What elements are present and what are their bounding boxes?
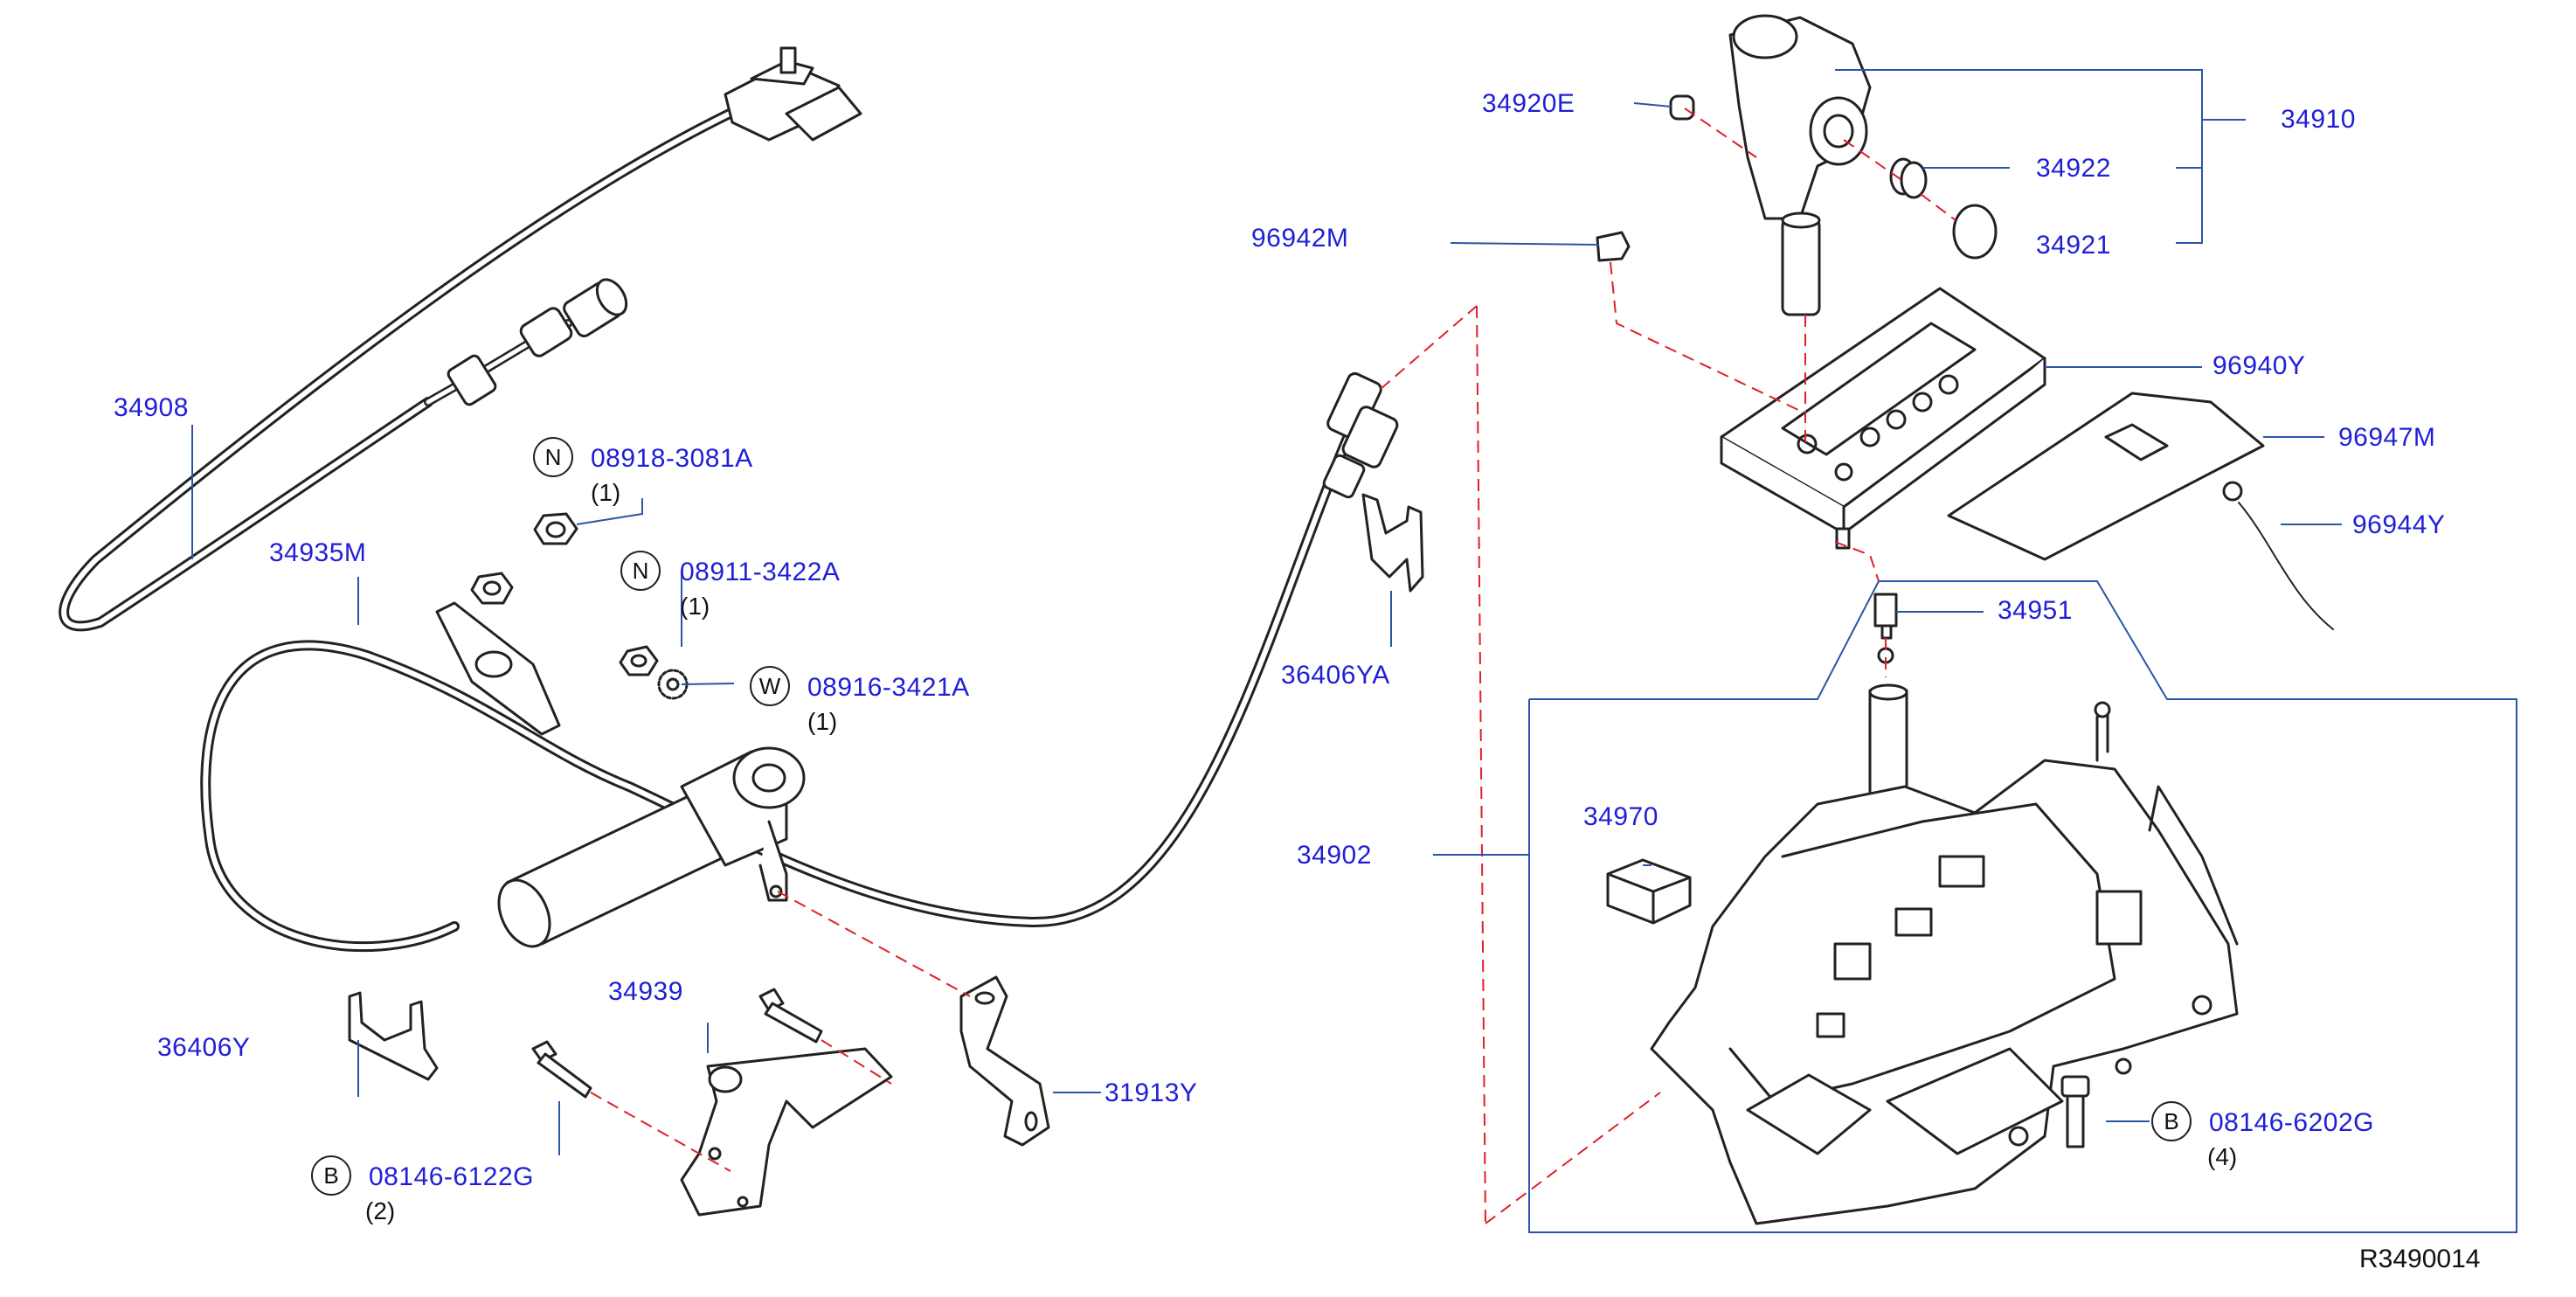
button-34920E bbox=[1669, 94, 1695, 121]
label-34921: 34921 bbox=[2036, 231, 2111, 260]
lamp-96942M bbox=[1596, 231, 1631, 262]
diagram-reference: R3490014 bbox=[2359, 1245, 2481, 1273]
leader-lines bbox=[191, 69, 2517, 1233]
nut-badge-2: N bbox=[620, 551, 661, 591]
label-34922: 34922 bbox=[2036, 154, 2111, 183]
label-08916-3421A: 08916-3421A bbox=[807, 673, 970, 702]
washer-badge: W bbox=[750, 666, 790, 706]
nut-badge-1: N bbox=[533, 437, 573, 477]
bracket-31913Y bbox=[959, 975, 1050, 1147]
bracket-34939 bbox=[680, 1047, 893, 1217]
label-34908: 34908 bbox=[114, 393, 189, 422]
bolt-badge-2: B bbox=[2151, 1101, 2192, 1141]
label-96944Y: 96944Y bbox=[2352, 510, 2446, 539]
qty-08146-6202G: (4) bbox=[2207, 1143, 2238, 1170]
label-96942M: 96942M bbox=[1251, 224, 1349, 253]
label-34951: 34951 bbox=[1998, 596, 2073, 625]
nut-08918 bbox=[533, 512, 578, 545]
cover-96947M bbox=[1947, 392, 2265, 561]
bolt-badge-1: B bbox=[311, 1155, 351, 1196]
spring-34922 bbox=[1889, 157, 1928, 199]
nut-08911 bbox=[619, 645, 659, 676]
label-34920E: 34920E bbox=[1482, 89, 1575, 118]
cap-34921 bbox=[1952, 204, 1998, 260]
solenoid-34970 bbox=[1606, 858, 1692, 925]
cable-34908 bbox=[59, 46, 862, 632]
label-34935M: 34935M bbox=[269, 538, 367, 567]
phantom-lines bbox=[590, 108, 1956, 1224]
qty-08916-3421A: (1) bbox=[807, 708, 838, 735]
nut-loose bbox=[470, 572, 514, 605]
qty-08146-6122G: (2) bbox=[365, 1197, 396, 1224]
label-36406Y: 36406Y bbox=[157, 1033, 251, 1062]
label-34970: 34970 bbox=[1583, 802, 1658, 831]
label-08146-6202G: 08146-6202G bbox=[2209, 1108, 2374, 1137]
clip-36406Y bbox=[348, 991, 439, 1081]
label-34939: 34939 bbox=[608, 977, 683, 1006]
cable-34935M bbox=[200, 371, 1399, 953]
bolt-2 bbox=[758, 988, 823, 1044]
switch-34951 bbox=[1873, 593, 1898, 664]
label-31913Y: 31913Y bbox=[1104, 1079, 1198, 1107]
qty-08918-3081A: (1) bbox=[591, 479, 621, 506]
bolt-1 bbox=[531, 1040, 592, 1099]
label-36406YA: 36406YA bbox=[1281, 661, 1390, 690]
washer-08916 bbox=[657, 669, 689, 700]
clip-36406YA bbox=[1361, 493, 1424, 593]
qty-08911-3422A: (1) bbox=[680, 593, 710, 620]
bolt-34902 bbox=[2060, 1075, 2090, 1148]
shift-knob-34910 bbox=[1728, 14, 1872, 316]
bulb-96944Y bbox=[2222, 481, 2334, 630]
label-34910: 34910 bbox=[2281, 105, 2356, 134]
label-08146-6122G: 08146-6122G bbox=[369, 1162, 534, 1191]
label-96947M: 96947M bbox=[2338, 423, 2436, 452]
label-96940Y: 96940Y bbox=[2212, 351, 2306, 380]
label-34902: 34902 bbox=[1297, 841, 1372, 870]
label-08918-3081A: 08918-3081A bbox=[591, 444, 753, 473]
shift-device-34902 bbox=[1650, 683, 2239, 1225]
label-08911-3422A: 08911-3422A bbox=[680, 558, 841, 586]
